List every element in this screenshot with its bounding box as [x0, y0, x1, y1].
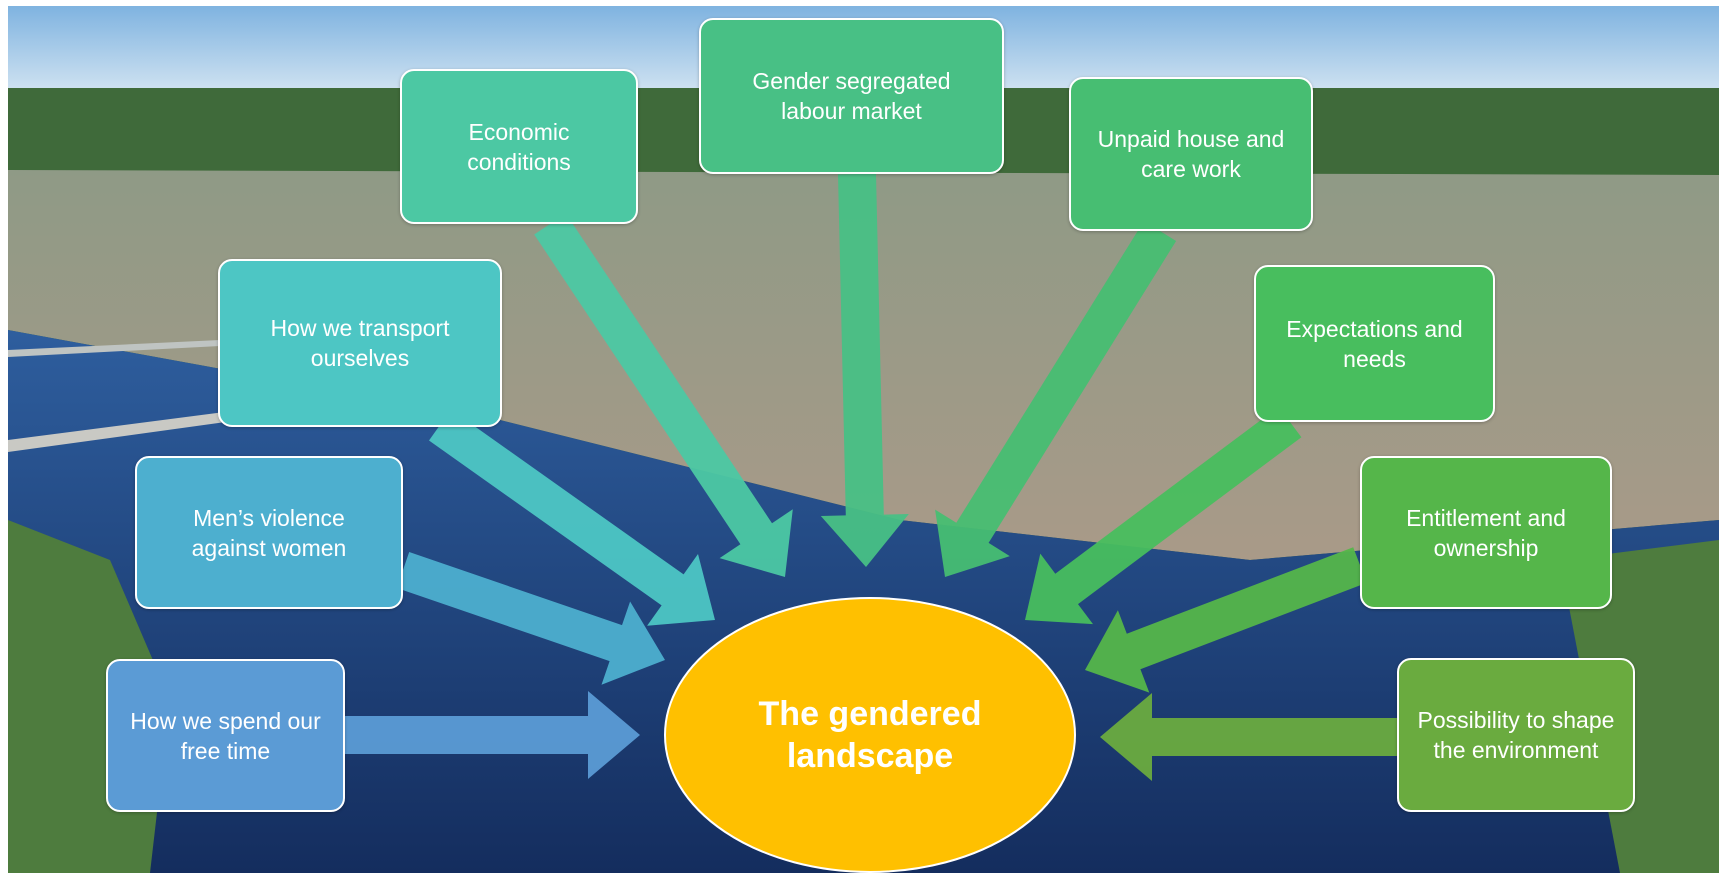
arrow-economic [534, 213, 793, 577]
arrow-expectations [1025, 406, 1302, 625]
factor-box-entitlement: Entitlement and ownership [1360, 456, 1612, 609]
arrows [345, 173, 1397, 781]
factor-box-economic: Economic conditions [400, 69, 638, 224]
shore-right [1560, 540, 1719, 873]
factor-box-free-time: How we spend our free time [106, 659, 345, 812]
factor-box-unpaid: Unpaid house and care work [1069, 77, 1313, 231]
arrow-possibility [1100, 693, 1397, 781]
arrow-entitlement [1085, 547, 1367, 693]
center-title: The gendered landscape [758, 695, 982, 775]
center-ellipse [664, 597, 1076, 873]
factor-box-violence: Men’s violence against women [135, 456, 403, 609]
arrow-labour [820, 173, 909, 567]
arrow-violence [396, 552, 665, 685]
factor-box-expectations: Expectations and needs [1254, 265, 1495, 422]
factor-box-possibility: Possibility to shape the environment [1397, 658, 1635, 812]
arrow-free-time [345, 691, 640, 779]
factor-box-transport: How we transport ourselves [218, 259, 502, 427]
arrow-transport [429, 409, 715, 626]
factor-box-labour: Gender segregated labour market [699, 18, 1004, 174]
bridge-upper [8, 340, 220, 357]
bridge [8, 410, 240, 452]
arrow-unpaid [935, 221, 1177, 577]
